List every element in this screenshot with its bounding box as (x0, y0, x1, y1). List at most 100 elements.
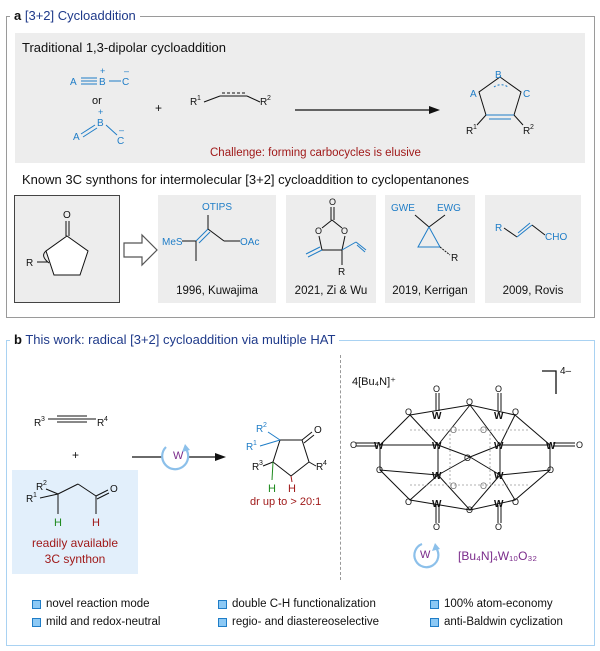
feature-item: anti-Baldwin cyclization (430, 616, 563, 628)
synthon-rovis: R CHO 2009, Rovis (485, 195, 581, 303)
svg-text:H: H (288, 483, 296, 495)
catalyst-symbol-arrow: W (173, 450, 184, 462)
svg-text:+: + (98, 107, 103, 117)
svg-text:1: 1 (33, 492, 37, 499)
aldehyde-structure: R 2 R 1 O H H (26, 480, 118, 529)
svg-text:O: O (495, 522, 502, 530)
traditional-box (15, 33, 585, 163)
synthon-label-2: 3C synthon (44, 552, 106, 566)
svg-text:O: O (480, 425, 487, 435)
catalyst-formula: [Bu₄N]₄W₁₀O₃₂ (458, 549, 538, 563)
panel-a (6, 16, 595, 318)
svg-text:W: W (374, 441, 384, 452)
svg-text:O: O (314, 425, 322, 436)
svg-text:O: O (450, 481, 457, 491)
bullet-square-icon (32, 599, 41, 609)
bullet-square-icon (430, 617, 439, 627)
svg-text:O: O (341, 226, 348, 236)
feature-item: mild and redox-neutral (32, 616, 160, 628)
traditional-title: Traditional 1,3-dipolar cycloaddition (22, 40, 227, 55)
panel-a-title: [3+2] Cycloaddition (24, 8, 136, 23)
dipole-bent: A B + C – (73, 107, 124, 147)
svg-text:W: W (494, 411, 504, 422)
kerrigan-structure: GWE EWG R (391, 203, 461, 264)
svg-text:R: R (495, 223, 502, 234)
svg-text:R: R (97, 418, 104, 429)
product-structure: O R 2 R 1 R 3 R 4 H H (246, 422, 327, 495)
feature-item: regio- and diastereoselective (218, 616, 379, 628)
synthon-zi-wu: O O O R 2021, Zi & Wu (286, 195, 376, 303)
svg-text:O: O (433, 522, 440, 530)
svg-text:O: O (63, 210, 71, 221)
svg-text:O: O (512, 497, 519, 507)
svg-text:B: B (97, 118, 104, 129)
svg-text:R: R (26, 258, 33, 269)
svg-text:W: W (432, 499, 442, 510)
svg-text:O: O (315, 226, 322, 236)
svg-text:O: O (450, 425, 457, 435)
charge-label: 4– (560, 366, 572, 377)
counterion-label: 4[Bu₄N]⁺ (352, 376, 396, 388)
challenge-text: Challenge: forming carbocycles is elusiv… (210, 147, 421, 159)
svg-text:O: O (376, 465, 383, 475)
svg-text:R: R (316, 462, 323, 473)
svg-text:OTIPS: OTIPS (202, 202, 232, 213)
panel-b-title: This work: radical [3+2] cycloaddition v… (25, 332, 336, 347)
svg-text:EWG: EWG (437, 203, 461, 214)
svg-text:O: O (576, 440, 583, 450)
svg-text:–: – (119, 125, 124, 135)
bullet-square-icon (218, 617, 227, 627)
kuwajima-structure: MeS OTIPS OAc (162, 202, 259, 261)
synthon-kerrigan: GWE EWG R 2019, Kerrigan (385, 195, 475, 303)
open-arrow (123, 233, 158, 267)
svg-text:3: 3 (41, 416, 45, 423)
svg-text:O: O (547, 465, 554, 475)
dipole-linear: A B + C – (70, 66, 129, 88)
catalyst-symbol-legend: W (420, 549, 431, 561)
dipolar-scheme: A B + C – or A B + C – + R 1 R 2 (70, 66, 534, 159)
svg-text:R: R (338, 267, 345, 278)
caption-zi-wu: 2021, Zi & Wu (294, 285, 368, 297)
caption-rovis: 2009, Rovis (502, 285, 564, 297)
svg-text:H: H (268, 483, 276, 495)
svg-text:C: C (122, 77, 129, 88)
svg-text:R: R (256, 424, 263, 435)
synthon-label-1: readily available (31, 536, 119, 550)
svg-text:4: 4 (323, 460, 327, 467)
svg-text:R: R (190, 97, 197, 108)
cyclopentanone-box: O R (14, 195, 120, 303)
svg-text:1: 1 (253, 440, 257, 447)
dipolarophile: R 1 R 2 (190, 92, 271, 108)
svg-text:H: H (92, 517, 100, 529)
bullet-square-icon (218, 599, 227, 609)
svg-text:O: O (466, 505, 473, 515)
svg-text:H: H (54, 517, 62, 529)
caption-kerrigan: 2019, Kerrigan (392, 285, 468, 297)
plus-sign-b: + (72, 448, 80, 462)
svg-text:OAc: OAc (240, 237, 259, 248)
cyclopentanone-structure: O R (26, 210, 89, 276)
svg-text:2: 2 (530, 124, 534, 131)
svg-text:A: A (70, 77, 77, 88)
svg-text:W: W (432, 411, 442, 422)
svg-text:O: O (495, 385, 502, 394)
svg-text:2: 2 (267, 95, 271, 102)
svg-text:R: R (260, 97, 267, 108)
svg-text:O: O (405, 407, 412, 417)
svg-text:W: W (494, 471, 504, 482)
svg-text:O: O (350, 440, 357, 450)
svg-text:W: W (432, 471, 442, 482)
alkyne-structure: R 3 R 4 (34, 415, 108, 429)
bullet-square-icon (32, 617, 41, 627)
svg-text:R: R (246, 442, 253, 453)
svg-text:4: 4 (104, 416, 108, 423)
synthon-kuwajima: MeS OTIPS OAc 1996, Kuwajima (158, 195, 276, 303)
dr-text: dr up to > 20:1 (250, 496, 322, 508)
svg-text:R: R (36, 482, 43, 493)
svg-text:O: O (405, 497, 412, 507)
rovis-structure: R CHO (495, 222, 567, 243)
bullet-square-icon (430, 599, 439, 609)
svg-text:O: O (512, 407, 519, 417)
svg-text:2: 2 (43, 480, 47, 487)
svg-text:1: 1 (473, 124, 477, 131)
